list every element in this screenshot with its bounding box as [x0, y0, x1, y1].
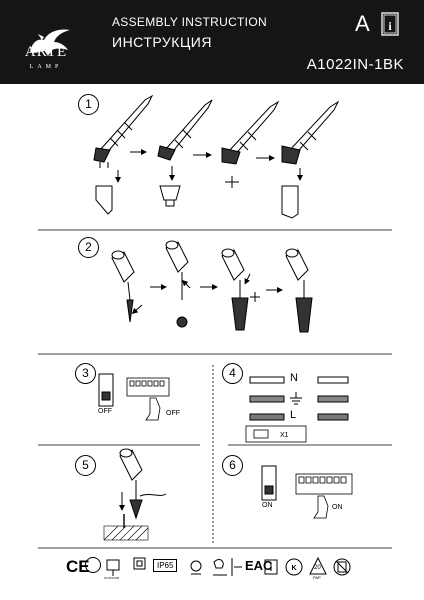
step3-wall-switch — [98, 373, 114, 407]
step6-switch-label: ON — [262, 502, 273, 509]
step6-hand-label: ON — [332, 504, 343, 511]
step6-hand-icon — [313, 495, 329, 519]
step1-cover-part — [95, 185, 113, 215]
step3-terminal-block — [126, 377, 170, 397]
pap-number: 20 — [314, 565, 321, 571]
step-number-1: 1 — [78, 94, 99, 115]
svg-text:K: K — [291, 565, 296, 572]
step4-quantity-label: X1 — [280, 432, 289, 439]
brand-wordmark: ARTE — [24, 44, 68, 60]
step-number-3: 3 — [75, 363, 96, 384]
title-russian: ИНСТРУКЦИЯ — [112, 34, 212, 50]
ambient-temp-icon — [213, 559, 227, 576]
step4-connector-box — [245, 425, 307, 443]
paper-size-letter: A — [355, 11, 370, 36]
step4-wire-ground — [249, 395, 349, 403]
step1-lamp-1 — [93, 94, 154, 168]
step5-ground-icon — [103, 514, 149, 541]
step-number-2: 2 — [78, 237, 99, 258]
step5-lamp — [119, 448, 167, 520]
step1-lamp-3 — [221, 100, 280, 165]
class-ii-icon — [133, 557, 146, 570]
step-number-6: 6 — [222, 455, 243, 476]
step4-wire-l — [249, 413, 349, 421]
step4-ground-icon — [290, 392, 302, 405]
step2-rotate-icon — [250, 292, 260, 302]
brand-subtitle: LAMP — [29, 64, 63, 70]
ce-mark: CE — [66, 557, 90, 576]
griffin-logo-icon — [30, 29, 70, 56]
kc-mark-icon: K — [285, 558, 303, 576]
step2-lamp-3 — [221, 248, 249, 331]
step1-lamp-4 — [281, 100, 340, 165]
wall-mount-icon — [231, 558, 242, 576]
led-icon — [190, 560, 202, 575]
title-english: ASSEMBLY INSTRUCTION — [112, 15, 267, 29]
step1-lamp-2 — [157, 99, 213, 161]
info-manual-icon: i — [381, 12, 399, 36]
step2-lamp-2 — [165, 240, 189, 328]
step1-bulb-icon — [159, 185, 181, 207]
footer-icons: K — [106, 556, 351, 576]
eac-mark: EAC — [245, 558, 273, 573]
step6-wall-switch — [261, 465, 277, 501]
step-number-5: 5 — [75, 455, 96, 476]
outdoor-lamp-icon — [106, 559, 120, 576]
ip-rating-badge: IP65 — [153, 559, 178, 572]
recycle-pap-icon — [309, 556, 327, 575]
step3-switch-label: OFF — [98, 408, 112, 415]
step1-screw-icon — [225, 176, 239, 188]
pap-label: PAP — [313, 575, 321, 580]
step2-lamp-4 — [285, 248, 313, 333]
step3-hand-icon — [145, 397, 161, 421]
step4-wire-label-n: N — [290, 372, 298, 384]
step1-cover-part-2 — [281, 185, 299, 219]
header-bar: ARTE LAMP ASSEMBLY INSTRUCTION ИНСТРУКЦИ… — [0, 0, 424, 84]
step2-lamp-1 — [111, 250, 135, 323]
step-number-4: 4 — [222, 363, 243, 384]
globe-icon — [85, 557, 101, 573]
step6-terminal-block — [295, 473, 353, 495]
step4-wire-n — [249, 376, 349, 384]
step4-wire-label-l: L — [290, 409, 297, 421]
step3-hand-label: OFF — [166, 410, 180, 417]
no-trash-icon — [333, 558, 351, 576]
model-number: A1022IN-1BK — [306, 56, 404, 73]
svg-text:i: i — [388, 19, 392, 33]
no-dimmer-icon — [264, 559, 278, 575]
outdoor-label: OUTDOOR — [104, 576, 120, 580]
